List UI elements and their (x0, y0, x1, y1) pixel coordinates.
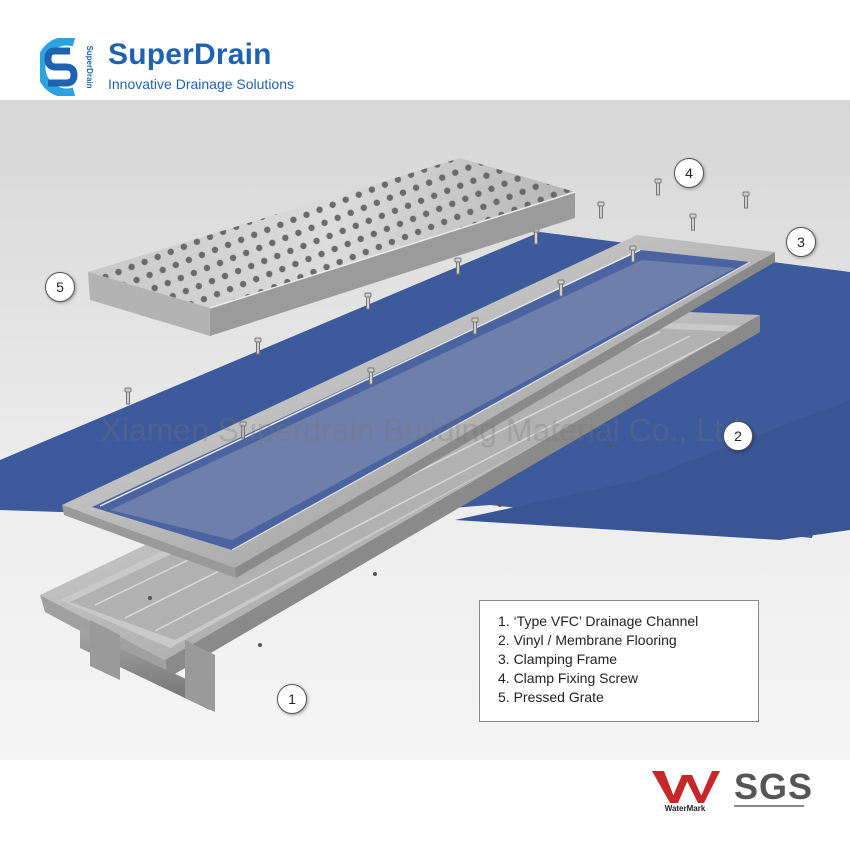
callout-1: 1 (277, 684, 307, 714)
component-legend: 1. ‘Type VFC’ Drainage Channel 2. Vinyl … (479, 600, 759, 722)
clamp-fixing-screws (124, 178, 750, 439)
callout-5: 5 (45, 272, 75, 302)
sgs-underline (734, 805, 804, 807)
callout-3: 3 (786, 227, 816, 257)
watermark-logo-icon (652, 771, 720, 803)
logo-mark-text: SuperDrain (85, 45, 94, 88)
brand-tagline: Innovative Drainage Solutions (108, 76, 295, 92)
brand-name: SuperDrain (108, 38, 272, 71)
company-watermark: Xiamen Superdrain Building Material Co.,… (100, 412, 750, 448)
sgs-logo-icon: SGS (734, 766, 814, 807)
clamping-frame (62, 235, 775, 578)
legend-item: 5. Pressed Grate (498, 689, 604, 705)
callout-4: 4 (674, 158, 704, 188)
exploded-drain-diagram (0, 100, 850, 760)
callout-2: 2 (723, 421, 753, 451)
legend-item: 2. Vinyl / Membrane Flooring (498, 632, 677, 648)
legend-item: 1. ‘Type VFC’ Drainage Channel (498, 613, 699, 629)
superdrain-logo-icon: SuperDrain (40, 38, 94, 96)
legend-item: 4. Clamp Fixing Screw (498, 670, 639, 686)
watermark-cert-label: WaterMark (664, 804, 706, 813)
header: SuperDrain SuperDrain Innovative Drainag… (0, 0, 850, 100)
footer (0, 760, 850, 850)
legend-item: 3. Clamping Frame (498, 651, 618, 667)
pressed-grate (88, 158, 576, 336)
